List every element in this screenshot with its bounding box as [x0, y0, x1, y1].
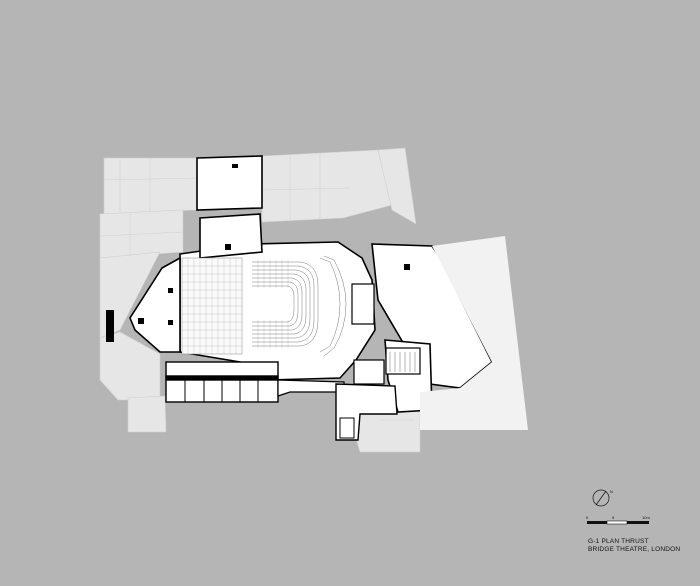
stage-gridlines	[182, 258, 242, 354]
caption-title: G-1 PLAN THRUST	[588, 538, 649, 545]
core-hatching	[389, 352, 416, 372]
seating-tiers	[252, 255, 347, 357]
scale-label-5: 5	[612, 515, 615, 520]
stage-house-block	[196, 155, 263, 211]
seat-rows	[257, 260, 289, 348]
west-ramp	[129, 256, 181, 353]
forecourt	[420, 236, 528, 430]
scale-bar	[587, 520, 649, 525]
scale-label-10m: 10m	[642, 515, 650, 520]
structural-columns	[106, 164, 410, 342]
context-internal-lines	[99, 154, 415, 421]
north-link	[199, 213, 263, 259]
caption-subtitle: BRIDGE THEATRE, LONDON	[588, 546, 681, 553]
north-arrow	[592, 489, 610, 507]
dressing-room-partitions	[184, 380, 259, 402]
scale-label-0: 0	[586, 515, 589, 520]
south-corridor	[277, 379, 345, 397]
drawing-caption: G-1 PLAN THRUST BRIDGE THEATRE, LONDON	[588, 538, 680, 554]
north-arrow-label: N	[610, 489, 613, 494]
cores	[351, 283, 421, 385]
south-stair	[339, 417, 355, 439]
